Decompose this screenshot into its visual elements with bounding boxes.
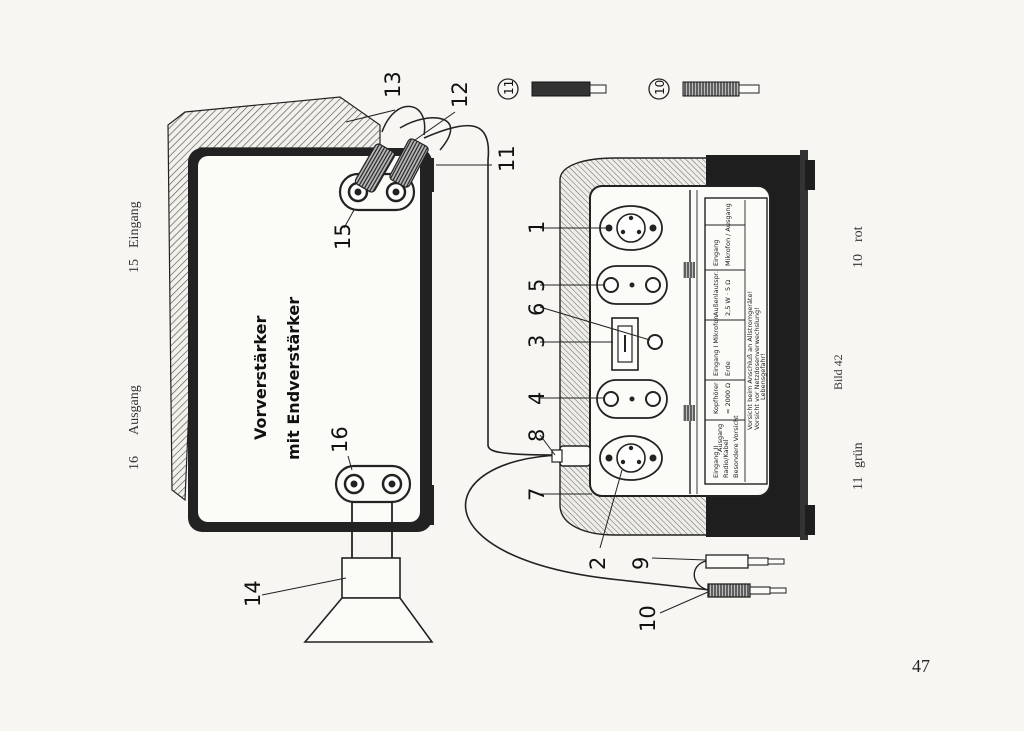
svg-text:Vorsicht beim Anschluß an Alls: Vorsicht beim Anschluß an Allstromgeräte… — [746, 291, 754, 430]
socket-5 — [596, 265, 668, 305]
svg-text:mit Endverstärker: mit Endverstärker — [284, 297, 303, 460]
svg-text:10: 10 — [653, 80, 667, 95]
svg-text:Eingang: Eingang — [127, 201, 142, 248]
svg-text:Eingang I Mikrofon: Eingang I Mikrofon — [712, 315, 720, 376]
callout-15: 15 — [331, 223, 355, 250]
svg-text:Erde: Erde — [724, 361, 732, 376]
legend-item-11: 11 grün — [851, 442, 866, 490]
svg-text:grün: grün — [851, 442, 866, 468]
page-number: 47 — [912, 656, 930, 676]
svg-text:Eingang: Eingang — [712, 240, 720, 266]
plug-10-detail: 10 — [648, 78, 760, 100]
svg-text:Eingang II: Eingang II — [712, 446, 720, 478]
svg-text:Ausgang: Ausgang — [716, 424, 724, 452]
control-unit — [559, 150, 815, 540]
callout-14: 14 — [241, 580, 265, 607]
callout-12: 12 — [448, 81, 472, 108]
callout-10: 10 — [636, 605, 660, 632]
label-plate: Eingang II Radio/Kabel Ausgang Kopfhörer… — [704, 197, 768, 485]
din-socket-2 — [599, 435, 663, 481]
svg-text:rot: rot — [851, 226, 866, 242]
callout-1: 1 — [525, 221, 549, 234]
callout-5: 5 — [525, 279, 549, 292]
earth-terminal-6 — [647, 334, 663, 350]
svg-text:Mikrofon / Ausgang: Mikrofon / Ausgang — [724, 203, 732, 266]
callout-4: 4 — [525, 392, 549, 405]
svg-text:11: 11 — [502, 80, 516, 95]
plug-11-detail: 11 — [497, 78, 607, 100]
figure-caption: Bild 42 — [831, 354, 845, 390]
banana-plug-9 — [693, 554, 785, 591]
svg-text:Ausgang: Ausgang — [127, 385, 142, 435]
output-socket-16 — [334, 464, 412, 504]
legend: 16 Ausgang 15 Eingang 11 grün 10 rot Bil… — [127, 201, 866, 490]
case-label: Vorverstärker mit Endverstärker — [251, 297, 303, 460]
callout-16: 16 — [328, 426, 352, 453]
callout-11: 11 — [495, 145, 519, 172]
svg-text:2,5 W · 5 Ω: 2,5 W · 5 Ω — [724, 280, 732, 316]
socket-4 — [596, 379, 668, 419]
legend-item-15: 15 Eingang — [127, 201, 142, 273]
svg-text:Besondere Vorsicht: Besondere Vorsicht — [732, 415, 740, 478]
leader-lines — [261, 109, 709, 614]
svg-text:= 2000 Ω: = 2000 Ω — [724, 383, 732, 414]
callout-2: 2 — [586, 557, 610, 570]
callout-3: 3 — [525, 335, 549, 348]
svg-text:Lebensgefahr!: Lebensgefahr! — [759, 353, 767, 400]
callout-9: 9 — [629, 557, 653, 570]
legend-item-10: 10 rot — [851, 226, 866, 268]
svg-text:Vorverstärker: Vorverstärker — [251, 316, 270, 440]
callout-8: 8 — [525, 429, 549, 442]
svg-text:11: 11 — [851, 477, 866, 490]
banana-plug-10 — [707, 583, 787, 598]
plug-pair-12 — [354, 105, 452, 193]
svg-text:Vorsicht vor Netzdosenverwechs: Vorsicht vor Netzdosenverwechslung! — [753, 307, 761, 430]
legend-item-16: 16 Ausgang — [127, 385, 142, 470]
svg-text:15: 15 — [127, 259, 142, 273]
cable-8-to-15 — [423, 124, 711, 591]
callout-13: 13 — [381, 71, 405, 98]
svg-text:Kopfhörer: Kopfhörer — [712, 382, 720, 414]
svg-text:10: 10 — [851, 254, 866, 268]
svg-text:Außenlautspr.: Außenlautspr. — [712, 271, 720, 316]
switch-3 — [611, 317, 639, 371]
loudspeaker-14 — [303, 502, 434, 643]
svg-text:Radio/Kabel: Radio/Kabel — [722, 439, 730, 478]
callout-6: 6 — [525, 303, 549, 316]
din-plug-8 — [551, 445, 591, 467]
callout-numbers: 13 12 11 15 16 14 1 5 6 3 4 8 7 2 9 10 — [241, 71, 660, 632]
callout-7: 7 — [525, 488, 549, 501]
svg-text:16: 16 — [127, 456, 142, 470]
amplifier-case — [167, 96, 434, 532]
